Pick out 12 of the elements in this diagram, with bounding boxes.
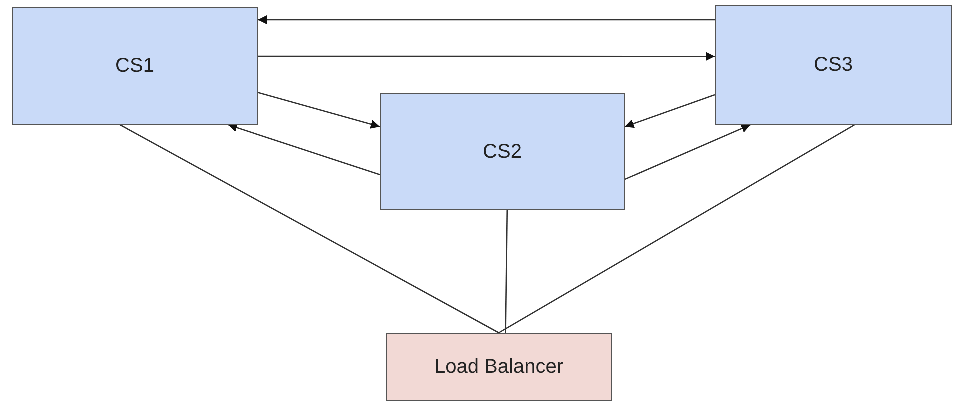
arrow xyxy=(624,94,716,128)
connector-line xyxy=(498,124,856,334)
connector-line xyxy=(120,124,500,334)
arrow xyxy=(624,124,751,180)
server-box: CS3 xyxy=(715,5,952,125)
connector-line xyxy=(505,210,508,333)
arrow xyxy=(258,15,715,24)
arrow xyxy=(258,52,715,62)
load-balancer-box: Load Balancer xyxy=(386,333,612,401)
server-box: CS2 xyxy=(380,93,625,210)
arrow xyxy=(228,124,380,176)
server-box: CS1 xyxy=(12,7,258,125)
